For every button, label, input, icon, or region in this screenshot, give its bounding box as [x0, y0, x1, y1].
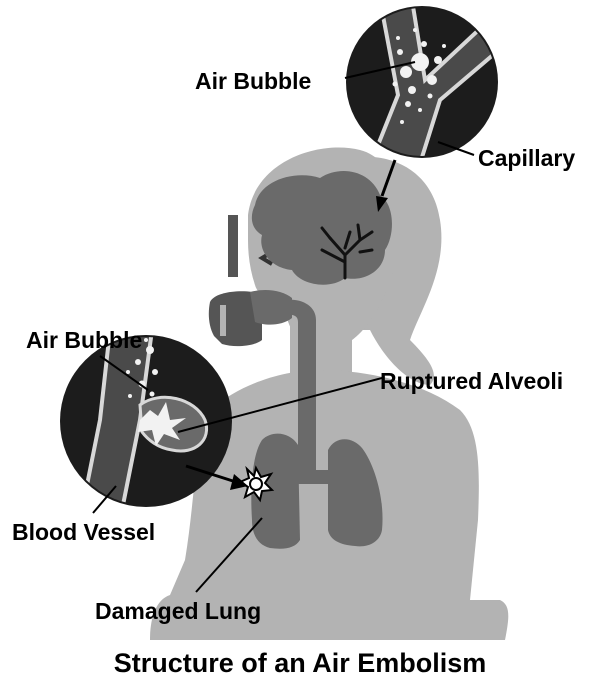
label-damaged-lung: Damaged Lung — [95, 600, 261, 623]
oxygen-mask-icon — [209, 290, 292, 346]
label-blood-vessel: Blood Vessel — [12, 521, 155, 544]
label-air-bubble-top: Air Bubble — [195, 70, 311, 93]
label-capillary: Capillary — [478, 147, 575, 170]
label-ruptured-alveoli: Ruptured Alveoli — [380, 370, 563, 393]
diagram-title: Structure of an Air Embolism — [0, 650, 600, 677]
face-band — [228, 215, 238, 277]
label-air-bubble-left: Air Bubble — [26, 329, 142, 352]
